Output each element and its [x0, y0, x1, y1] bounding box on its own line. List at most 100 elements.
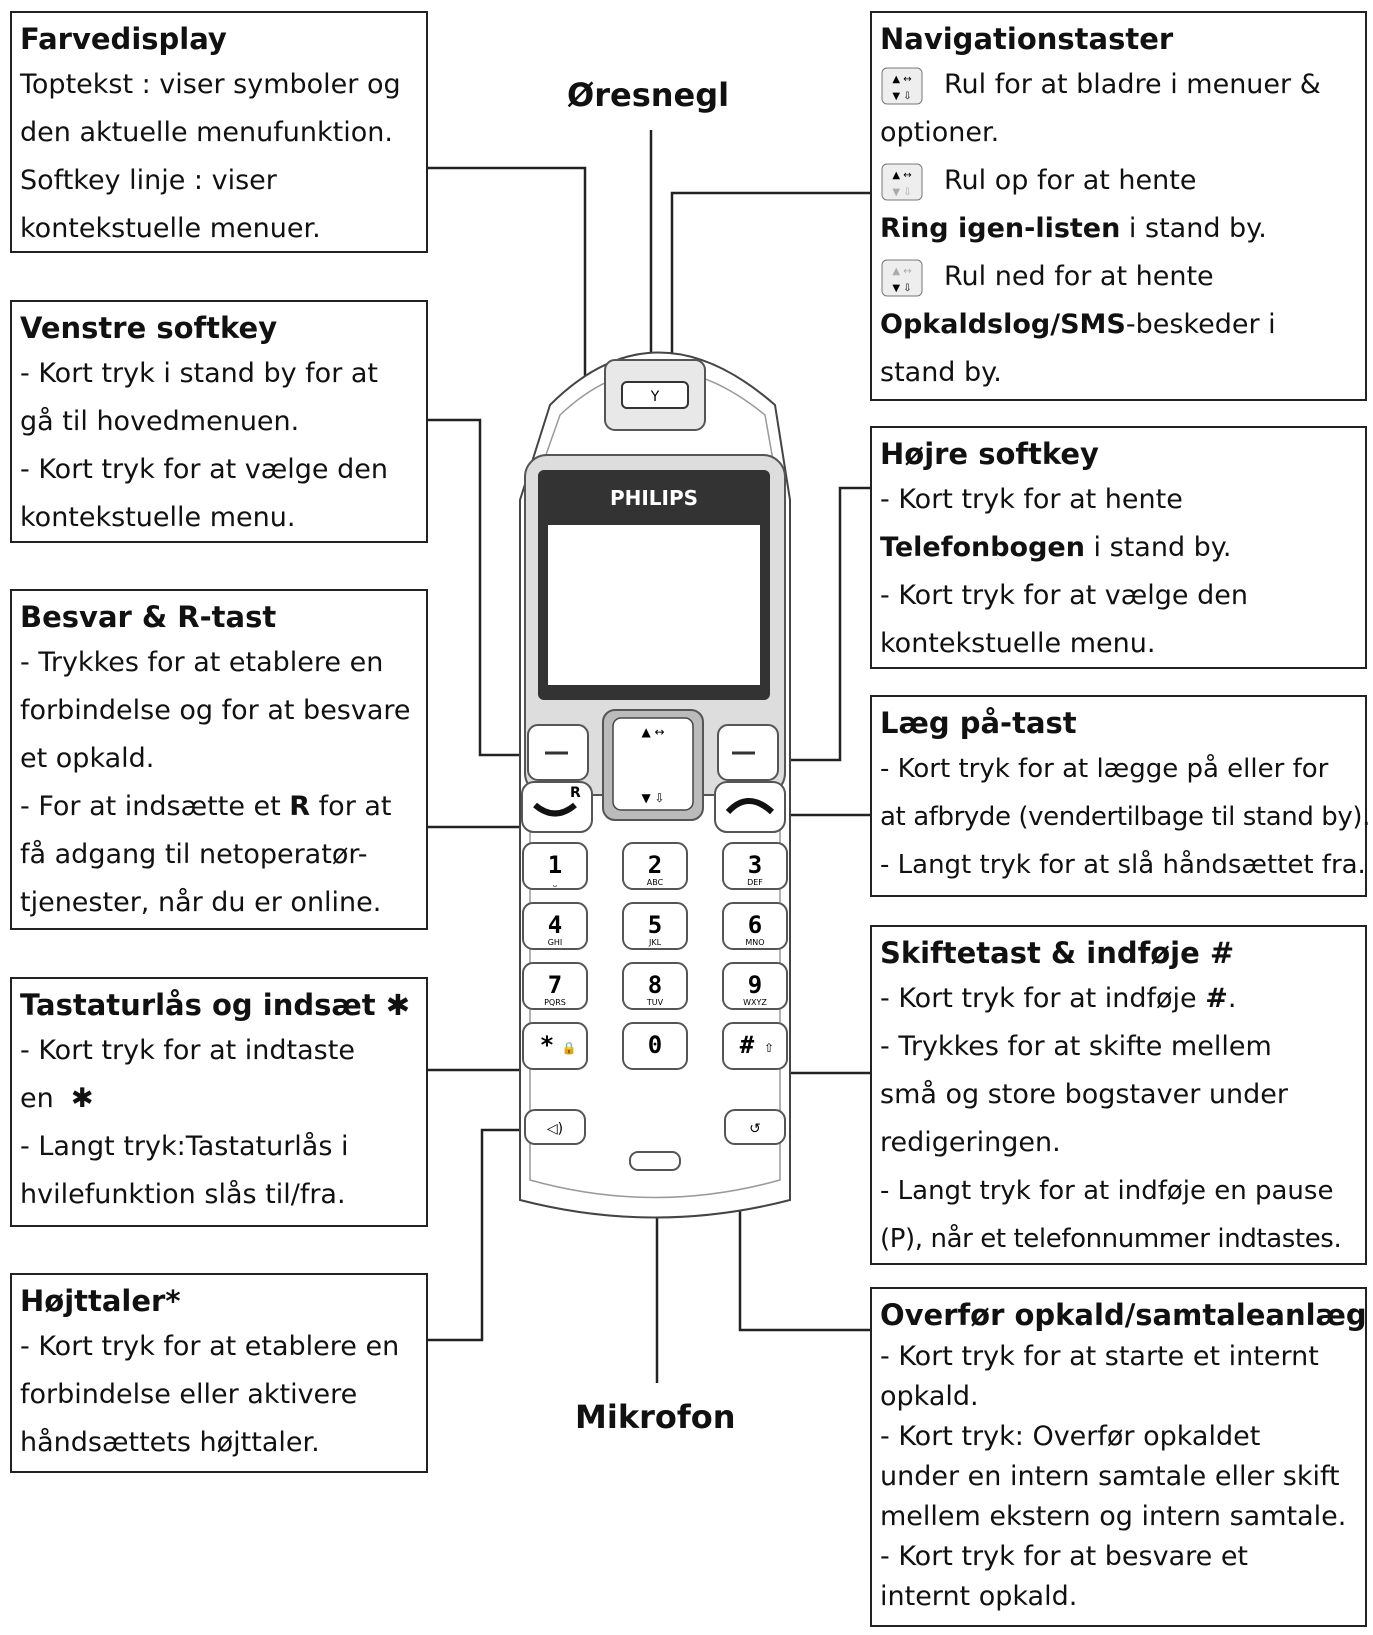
svg-text:7: 7 [548, 971, 562, 999]
box-line: - Langt tryk for at slå håndsættet fra. [880, 850, 1366, 880]
microphone-label: Mikrofon [575, 1398, 736, 1436]
svg-text:▲ ↔: ▲ ↔ [641, 725, 664, 739]
box-line: - Kort tryk for at hente [880, 484, 1183, 515]
box-title: Skiftetast & indføje # [880, 936, 1235, 970]
keypad-key: #⇧ [722, 1022, 788, 1070]
box-line: stand by. [880, 357, 1002, 388]
svg-text:↺: ↺ [749, 1121, 761, 1137]
svg-text:3: 3 [748, 851, 762, 879]
svg-text:5: 5 [648, 911, 662, 939]
box-line: - Trykkes for at skifte mellem [880, 1031, 1272, 1062]
box-line: redigeringen. [880, 1127, 1061, 1158]
box-skiftetast: Skiftetast & indføje # - Kort tryk for a… [870, 925, 1367, 1265]
box-line: håndsættets højttaler. [20, 1427, 320, 1458]
box-line: Ring igen-listen i stand by. [880, 213, 1267, 244]
svg-text:▼ ⇩: ▼ ⇩ [892, 187, 911, 198]
box-hoejre-softkey: Højre softkey - Kort tryk for at hente T… [870, 426, 1367, 669]
svg-text:0: 0 [648, 1031, 662, 1059]
svg-text:2: 2 [648, 851, 662, 879]
box-navigation: Navigationstaster ▲ ↔▼ ⇩Rul for at bladr… [870, 11, 1367, 401]
right-softkey [717, 724, 779, 781]
box-line: kontekstuelle menu. [880, 628, 1156, 659]
svg-text:PQRS: PQRS [544, 998, 566, 1007]
box-line: små og store bogstaver under [880, 1079, 1288, 1110]
svg-text:WXYZ: WXYZ [743, 998, 767, 1007]
box-line: gå til hovedmenuen. [20, 406, 300, 437]
phone-handset: Y PHILIPS ▲ ↔ ▼ ⇩ R 1⎵2ABC3DEF4GHI5JKL6M… [519, 351, 791, 1219]
box-line: opkald. [880, 1381, 979, 1412]
box-line: ▲ ↔▼ ⇩Rul ned for at hente [880, 253, 1357, 301]
nav-up-icon: ▲ ↔▼ ⇩ [881, 163, 923, 200]
svg-text:▼ ⇩: ▼ ⇩ [892, 283, 911, 294]
svg-text:4: 4 [548, 911, 562, 939]
keypad-key: *🔒 [522, 1022, 588, 1070]
nav-keys-icon: ▲ ↔ ▼ ⇩ [881, 67, 923, 104]
box-title: Farvedisplay [20, 22, 227, 56]
box-besvar: Besvar & R-tast - Trykkes for at etabler… [10, 589, 428, 930]
box-line: at afbryde (vendertilbage til stand by). [880, 802, 1370, 832]
box-line: - For at indsætte et R for at [20, 791, 392, 822]
box-line: Toptekst : viser symboler og [20, 69, 401, 100]
intercom-key: ↺ [724, 1109, 786, 1145]
svg-text:6: 6 [748, 911, 762, 939]
svg-text:▲ ↔: ▲ ↔ [892, 74, 911, 85]
box-line: - Langt tryk:Tastaturlås i [20, 1131, 349, 1162]
box-title: Navigationstaster [880, 22, 1174, 56]
box-tastaturlaas: Tastaturlås og indsæt ✱ - Kort tryk for … [10, 977, 428, 1227]
box-line: - Kort tryk for at indføje #. [880, 983, 1237, 1014]
box-line: - Kort tryk for at vælge den [880, 580, 1248, 611]
svg-text:🔒: 🔒 [562, 1041, 577, 1055]
box-line: under en intern samtale eller skift [880, 1461, 1340, 1492]
box-line: optioner. [880, 117, 1000, 148]
box-laeg-paa: Læg på-tast - Kort tryk for at lægge på … [870, 695, 1370, 897]
box-line: få adgang til netoperatør- [20, 839, 368, 870]
box-line: - Kort tryk for at etablere en [20, 1331, 400, 1362]
svg-text:▼ ⇩: ▼ ⇩ [892, 91, 911, 102]
box-line: Telefonbogen i stand by. [880, 532, 1232, 563]
box-line: - Kort tryk for at starte et internt [880, 1341, 1319, 1372]
answer-key: R [521, 781, 593, 833]
box-line: et opkald. [20, 743, 155, 774]
box-farvedisplay: Farvedisplay Toptekst : viser symboler o… [10, 11, 428, 253]
svg-text:⇧: ⇧ [764, 1041, 774, 1055]
box-line: forbindelse og for at besvare [20, 695, 411, 726]
box-title: Højre softkey [880, 437, 1099, 471]
box-line: - Trykkes for at etablere en [20, 647, 384, 678]
svg-text:1: 1 [548, 851, 562, 879]
box-overfoer: Overfør opkald/samtaleanlæg - Kort tryk … [870, 1287, 1367, 1627]
box-line: - Kort tryk for at vælge den [20, 454, 388, 485]
box-line: internt opkald. [880, 1581, 1078, 1612]
star-icon: ✱ [70, 1083, 94, 1114]
box-title: Læg på-tast [880, 706, 1077, 740]
svg-text:ABC: ABC [647, 878, 664, 887]
svg-text:⎵: ⎵ [553, 878, 557, 887]
box-line: den aktuelle menufunktion. [20, 117, 393, 148]
svg-text:8: 8 [648, 971, 662, 999]
box-line: Opkaldslog/SMS-beskeder i [880, 309, 1276, 340]
svg-text:GHI: GHI [548, 938, 563, 947]
svg-text:Y: Y [650, 389, 660, 405]
box-line: kontekstuelle menu. [20, 502, 296, 533]
box-line: - Kort tryk i stand by for at [20, 358, 379, 389]
box-line: ▲ ↔▼ ⇩Rul for at bladre i menuer & [880, 61, 1357, 109]
box-title: Overfør opkald/samtaleanlæg [880, 1298, 1367, 1332]
svg-text:JKL: JKL [648, 938, 662, 947]
svg-text:DEF: DEF [747, 878, 763, 887]
star-icon: ✱ [385, 988, 411, 1022]
box-line: Softkey linje : viser [20, 165, 277, 196]
box-line: - Kort tryk for at lægge på eller for [880, 754, 1329, 784]
svg-text:R: R [570, 785, 581, 801]
brand-logo: PHILIPS [610, 486, 698, 510]
svg-text:#: # [740, 1031, 755, 1059]
box-line: en ✱ [20, 1083, 94, 1114]
svg-text:9: 9 [748, 971, 762, 999]
keypad-key: 0 [622, 1022, 688, 1070]
svg-text:▲ ↔: ▲ ↔ [892, 266, 911, 277]
